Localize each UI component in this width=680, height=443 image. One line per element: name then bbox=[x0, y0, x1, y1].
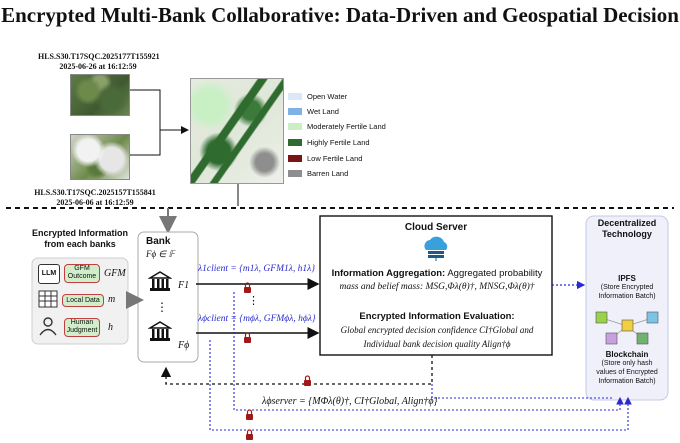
client-message-top: λ1client = {m1λ, GFM1λ, h1λ} bbox=[198, 264, 316, 274]
llm-icon: LLM bbox=[38, 264, 60, 284]
ipfs-title: IPFS bbox=[618, 274, 636, 283]
legend-item: Barren Land bbox=[288, 169, 348, 178]
ipfs-desc-1: (Store Encrypted bbox=[600, 284, 654, 291]
satellite-image-top bbox=[70, 74, 130, 116]
page-title: Encrypted Multi-Bank Collaborative: Data… bbox=[1, 3, 679, 27]
legend-swatch bbox=[288, 108, 302, 115]
blockchain-desc-2: values of Encrypted bbox=[596, 369, 658, 376]
bank-info-title-1: Encrypted Information bbox=[31, 228, 128, 238]
legend-item: Wet Land bbox=[288, 107, 339, 116]
legend-swatch bbox=[288, 170, 302, 177]
image-id-bottom: HLS.S30.T17SQC.2025157T155841 bbox=[34, 188, 156, 197]
blockchain-icon bbox=[595, 311, 659, 345]
classified-land-map bbox=[190, 78, 284, 184]
lock-icon bbox=[304, 375, 311, 386]
bank-f1: F1 bbox=[178, 280, 190, 291]
blockchain-desc-1: (Store only hash bbox=[601, 360, 653, 367]
bank-title: Bank bbox=[146, 236, 171, 247]
aggregation-line-2: mass and belief mass: MSG,Φλ(θ)†, MNSG,Φ… bbox=[339, 282, 535, 292]
lock-icon bbox=[246, 409, 253, 420]
lock-icon bbox=[244, 282, 251, 293]
image-date-top: 2025-06-26 at 16:12:59 bbox=[59, 62, 137, 71]
person-icon bbox=[39, 317, 57, 336]
server-message: λϕserver = {MΦλ(θ)†, CI†Global, Align†ϕ} bbox=[262, 396, 438, 407]
cloud-server-icon bbox=[424, 236, 448, 261]
satellite-image-bottom bbox=[70, 134, 130, 180]
ipfs-desc-2: Information Batch) bbox=[598, 293, 656, 300]
legend-item: Low Fertile Land bbox=[288, 154, 362, 163]
merge-line-bottom bbox=[130, 130, 161, 156]
image-date-bottom: 2025-06-06 at 16:12:59 bbox=[56, 198, 134, 207]
bank-info-title-2: from each banks bbox=[44, 239, 116, 249]
spreadsheet-icon bbox=[38, 290, 58, 308]
decentralized-title-2: Technology bbox=[602, 229, 652, 239]
legend-item: Moderately Fertile Land bbox=[288, 122, 386, 131]
legend-swatch bbox=[288, 155, 302, 162]
local-var: m bbox=[108, 294, 116, 305]
legend-item: Open Water bbox=[288, 92, 347, 101]
human-var: h bbox=[108, 322, 113, 333]
client-dots: ⋮ bbox=[248, 295, 259, 307]
decentralized-title-1: Decentralized bbox=[597, 218, 657, 228]
evaluation-line-1: Global encrypted decision confidence CI†… bbox=[340, 325, 534, 335]
bank-dots: ⋮ bbox=[156, 300, 168, 314]
local-data-tag: Local Data bbox=[62, 294, 104, 307]
legend-item: Highly Fertile Land bbox=[288, 138, 370, 147]
bank-icon bbox=[148, 271, 172, 291]
blockchain-desc-3: Information Batch) bbox=[598, 378, 656, 385]
bank-icon bbox=[148, 321, 172, 341]
cloud-server-title: Cloud Server bbox=[404, 222, 468, 233]
bank-set: Fϕ ∈ 𝔽 bbox=[146, 249, 175, 259]
bank-fphi: Fϕ bbox=[178, 340, 190, 351]
image-id-top: HLS.S30.T17SQC.2025177T155921 bbox=[38, 52, 160, 61]
legend-swatch bbox=[288, 93, 302, 100]
lock-icon bbox=[246, 429, 253, 440]
merge-line-top bbox=[130, 89, 188, 131]
aggregation-line-1: Information Aggregation: Aggregated prob… bbox=[331, 268, 543, 279]
blockchain-title: Blockchain bbox=[605, 350, 649, 359]
evaluation-line-2: Individual bank decision quality Align†ϕ bbox=[363, 339, 511, 349]
legend-swatch bbox=[288, 139, 302, 146]
client-message-bottom: λϕclient = {mϕλ, GFMϕλ, hϕλ} bbox=[198, 314, 316, 324]
lock-icon bbox=[244, 332, 251, 343]
gfm-var: GFM bbox=[104, 268, 126, 279]
legend-swatch bbox=[288, 123, 302, 130]
evaluation-title: Encrypted Information Evaluation: bbox=[359, 311, 515, 322]
